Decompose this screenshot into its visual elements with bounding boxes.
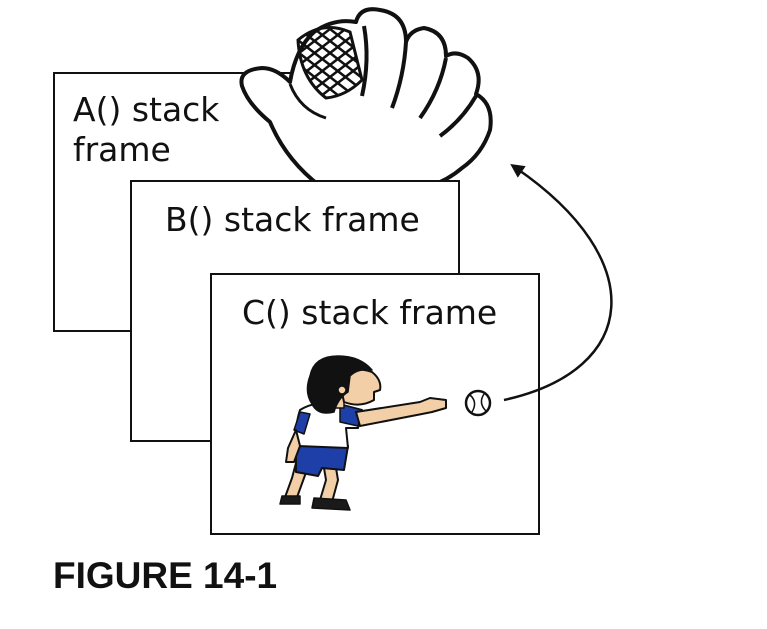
figure-caption: FIGURE 14-1: [53, 555, 278, 596]
stack-frame-c: C() stack frame: [210, 273, 540, 535]
stack-frame-c-label: C() stack frame: [242, 293, 498, 332]
stack-frame-a-label: A() stack frame: [73, 90, 220, 169]
stack-frame-b-label: B() stack frame: [165, 200, 420, 239]
